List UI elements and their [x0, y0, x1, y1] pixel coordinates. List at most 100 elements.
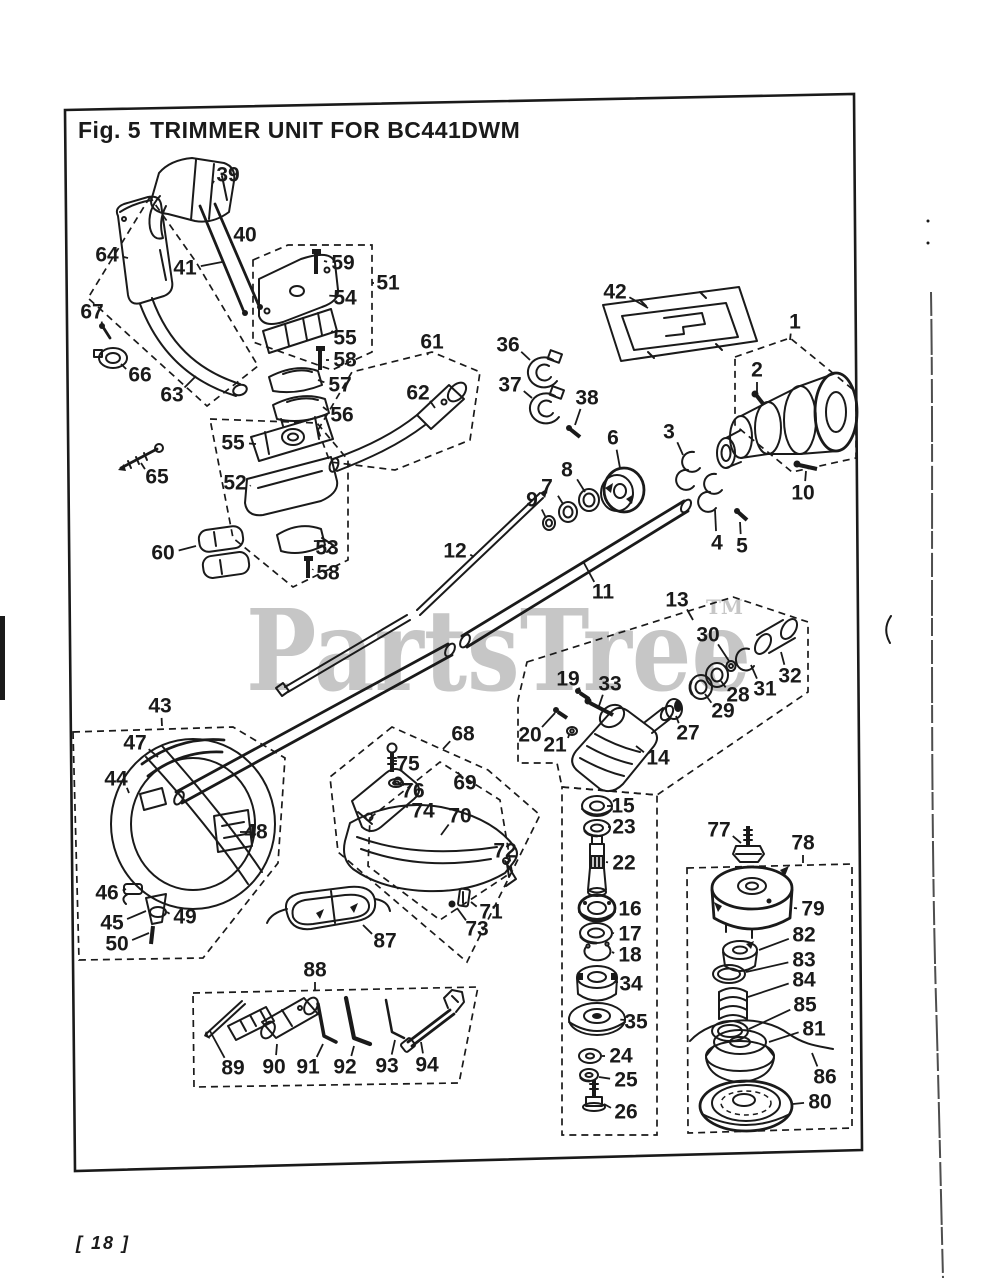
part-10-screw — [793, 460, 818, 471]
callout-3: 3 — [663, 421, 675, 444]
callout-leader-80 — [792, 1101, 805, 1105]
callout-52: 52 — [223, 472, 246, 495]
callout-68: 68 — [451, 723, 475, 746]
part-83-oring — [712, 964, 746, 984]
callout-33: 33 — [598, 673, 621, 696]
part-43-harness — [110, 738, 276, 945]
callout-73: 73 — [465, 918, 488, 941]
callout-49: 49 — [173, 906, 196, 929]
callout-59: 59 — [331, 252, 354, 275]
callout-45: 45 — [100, 912, 124, 935]
callout-40: 40 — [233, 224, 256, 247]
callout-69: 69 — [453, 772, 476, 795]
group-box-52 — [208, 418, 349, 589]
callout-92: 92 — [333, 1056, 356, 1079]
callout-leader-44 — [126, 787, 130, 794]
callout-leader-81 — [768, 1031, 799, 1043]
callout-leader-32 — [780, 651, 786, 665]
callout-leader-3 — [676, 441, 684, 456]
part-23-washer — [583, 819, 611, 838]
part-65-bolt — [118, 443, 164, 471]
callout-leader-71 — [470, 901, 478, 908]
callout-leader-28 — [720, 680, 727, 688]
callout-leader-63 — [183, 375, 197, 389]
callout-leader-93 — [390, 1039, 396, 1055]
callout-leader-73 — [456, 907, 467, 921]
callout-4: 4 — [711, 532, 723, 555]
part-12-inner-shaft — [275, 488, 548, 697]
callout-37: 37 — [498, 374, 521, 397]
part-4-clamp — [697, 472, 723, 513]
callout-29: 29 — [711, 700, 734, 723]
callout-12: 12 — [443, 540, 466, 563]
callout-62: 62 — [406, 382, 429, 405]
callout-leader-90 — [275, 1043, 278, 1056]
callout-31: 31 — [753, 678, 777, 701]
callout-75: 75 — [396, 753, 420, 776]
callout-leader-91 — [315, 1043, 324, 1058]
callout-72: 72 — [493, 840, 516, 863]
callout-leader-14 — [635, 745, 645, 753]
part-42-panel — [602, 286, 758, 362]
part-67-screw — [99, 323, 112, 340]
callout-leader-52 — [249, 484, 252, 487]
part-20-screw — [553, 707, 569, 720]
part-9-ring — [542, 515, 556, 531]
callout-leader-59 — [323, 260, 328, 263]
callout-66: 66 — [128, 364, 151, 387]
callout-56: 56 — [330, 404, 353, 427]
part-81-spool — [705, 1029, 775, 1083]
callout-leader-82 — [758, 937, 790, 951]
group-box-68 — [329, 726, 542, 964]
callout-leader-72 — [506, 860, 509, 864]
part-55-housing-upper — [262, 308, 338, 354]
callout-87: 87 — [373, 930, 396, 953]
part-26-bolt — [582, 1080, 606, 1112]
callout-43: 43 — [148, 695, 171, 718]
callout-22: 22 — [612, 852, 635, 875]
callout-7: 7 — [541, 476, 553, 499]
callout-58: 58 — [333, 349, 357, 372]
callout-35: 35 — [624, 1011, 648, 1034]
part-8-ring — [578, 488, 600, 512]
part-86-trimmer-line — [689, 1019, 834, 1050]
callout-53: 53 — [315, 537, 338, 560]
callout-2: 2 — [751, 359, 763, 382]
part-72-screw — [502, 857, 510, 878]
callout-14: 14 — [646, 747, 670, 770]
part-58-screw-lower — [304, 556, 313, 578]
callout-leader-89 — [209, 1030, 226, 1059]
callout-13: 13 — [665, 589, 688, 612]
part-34-drum — [576, 965, 618, 1002]
part-35-washer — [568, 1002, 626, 1036]
callout-leader-92 — [350, 1045, 355, 1057]
callout-leader-64 — [122, 255, 129, 259]
part-64-63-handle — [115, 195, 248, 397]
group-box-1 — [734, 337, 857, 473]
callout-15: 15 — [611, 795, 635, 818]
part-17-ring — [579, 922, 613, 945]
part-91-hex-key — [316, 1002, 338, 1044]
callout-leader-83 — [745, 961, 789, 973]
callout-leader-33 — [598, 694, 604, 707]
callout-leader-21 — [567, 734, 570, 739]
part-7-ring — [558, 501, 578, 523]
callout-leader-68 — [442, 740, 451, 750]
callout-leader-37 — [523, 390, 533, 399]
callout-leader-42 — [628, 296, 649, 309]
callout-90: 90 — [262, 1056, 285, 1079]
callout-6: 6 — [607, 427, 619, 450]
part-77-bolt — [732, 826, 765, 863]
page-border — [63, 92, 864, 1173]
callout-46: 46 — [95, 882, 118, 905]
callout-91: 91 — [296, 1056, 320, 1079]
part-59-screw — [312, 249, 321, 274]
part-36-clamp — [526, 349, 564, 389]
callout-16: 16 — [618, 898, 641, 921]
group-box-43-harness — [72, 726, 286, 961]
part-71-plate — [457, 887, 471, 908]
callout-leader-27 — [675, 715, 680, 724]
part-3-clamp — [675, 450, 701, 491]
part-87-goggles — [266, 885, 391, 931]
